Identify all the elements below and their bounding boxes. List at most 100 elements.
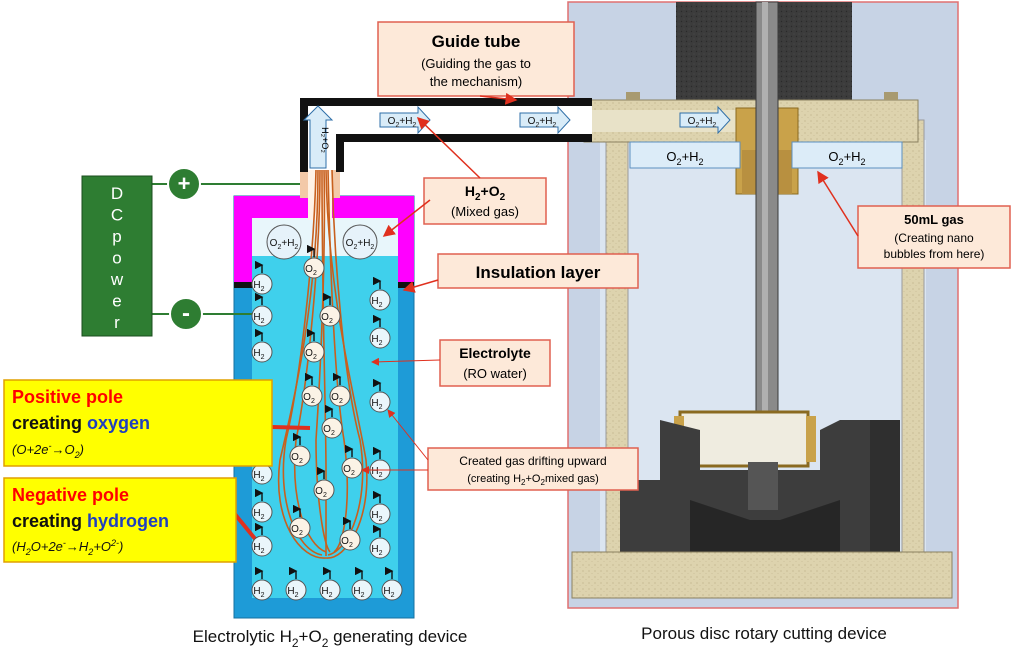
oxygen-bubble: O2 [341, 444, 363, 479]
svg-text:H2: H2 [353, 586, 364, 599]
hydrogen-bubble: H2 [251, 292, 273, 327]
gas-50ml-line1: (Creating nano [894, 231, 974, 245]
svg-text:H2: H2 [371, 510, 382, 523]
caption-left-c: generating device [328, 627, 467, 646]
svg-text:(H2O+2e-→H2+O2-): (H2O+2e-→H2+O2-) [12, 538, 123, 557]
insulation-callout: Insulation layer [402, 253, 639, 293]
hydrogen-bubble: H2 [251, 488, 273, 523]
drift-callout: Created gas drifting upward (creating H2… [361, 409, 639, 491]
porous-disc [678, 410, 810, 468]
svg-text:O2: O2 [323, 424, 335, 437]
gas-50ml-callout: 50mL gas (Creating nano bubbles from her… [817, 170, 1011, 269]
fixture-base [690, 500, 840, 560]
mixed-gas-osub: 2 [500, 192, 506, 203]
svg-text:H2: H2 [253, 542, 264, 555]
hydrogen-bubble: H2 [369, 314, 391, 349]
svg-text:O2+H2: O2+H2 [528, 116, 557, 129]
drift-sub: 2 [521, 478, 526, 487]
electrolyte-callout: Electrolyte (RO water) [371, 339, 551, 387]
oxygen-bubble: O2 [313, 466, 335, 501]
cutter-head [748, 462, 778, 510]
mixed-gas-note: (Mixed gas) [451, 204, 519, 219]
o2h2-text: +H [682, 149, 699, 164]
svg-text:H2: H2 [371, 398, 382, 411]
caption-left-sub: 2 [322, 636, 329, 650]
negative-eq: ) [117, 539, 123, 554]
negative-terminal [169, 297, 203, 331]
svg-text:O2+H2: O2+H2 [346, 238, 375, 251]
positive-eq: ) [78, 442, 84, 457]
svg-text:H2: H2 [253, 470, 264, 483]
right-column [901, 119, 925, 561]
positive-eq: →O [52, 442, 75, 457]
o2h2-sub: 2 [839, 157, 844, 167]
svg-text:(creating H2+O2mixed gas): (creating H2+O2mixed gas) [467, 473, 598, 487]
svg-text:H2: H2 [383, 586, 394, 599]
negative-pole-box: Negative pole creating hydrogen (H2O+2e-… [3, 477, 237, 563]
guide-tube-inner [336, 134, 592, 172]
guide-tube-line1: (Guiding the gas to [421, 56, 531, 71]
svg-text:O2+H2: O2+H2 [828, 149, 865, 167]
dc-power-char: w [110, 270, 124, 289]
cutting-device [567, 1, 959, 609]
dc-power-char: e [112, 292, 121, 311]
hydrogen-bubble: H2 [251, 522, 273, 557]
gas-50ml-line2: bubbles from here) [884, 247, 985, 261]
hydrogen-bubble: H2 [369, 378, 391, 413]
svg-text:O2: O2 [343, 464, 355, 477]
positive-pole-oxygen: oxygen [87, 413, 150, 433]
electrolyte-title: Electrolyte [459, 345, 531, 361]
mixed-gas-bubble: O2+H2 [342, 224, 378, 260]
positive-eq: (O+2e [12, 442, 49, 457]
svg-text:H2: H2 [253, 312, 264, 325]
o2h2-sub: 2 [699, 157, 704, 167]
hydrogen-bubble: H2 [351, 566, 373, 601]
vertical-flow-label: H₂+O₂ [320, 127, 330, 153]
mixed-gas-h: H [465, 183, 475, 199]
shaft-highlight [762, 2, 768, 462]
gas-50ml-title: 50mL gas [904, 212, 964, 227]
disc-clamp [806, 416, 816, 462]
svg-text:H2: H2 [371, 296, 382, 309]
o2h2-text: O [828, 149, 838, 164]
oxygen-bubble: O2 [289, 432, 311, 467]
base-plate [571, 551, 953, 599]
svg-text:O2+H2: O2+H2 [270, 238, 299, 251]
guide-tube-callout: Guide tube (Guiding the gas to the mecha… [377, 21, 575, 105]
svg-text:O2+H2: O2+H2 [388, 116, 417, 129]
hydrogen-bubble: H2 [369, 276, 391, 311]
negative-eq-sup: - [63, 538, 66, 548]
guide-tube-title: Guide tube [432, 32, 521, 51]
svg-text:O2: O2 [305, 264, 317, 277]
oxygen-bubble: O2 [329, 372, 351, 407]
oxygen-bubble: O2 [303, 244, 325, 279]
flow-arrow: O2+H2 [519, 105, 571, 135]
mixed-gas-plus: +O [481, 183, 500, 199]
caption-left-sub: 2 [292, 636, 299, 650]
positive-eq-sub: 2 [74, 450, 80, 460]
positive-terminal-sign: + [178, 171, 191, 196]
svg-text:H2: H2 [371, 334, 382, 347]
bolt [626, 92, 640, 100]
drift-line2: (creating H [467, 473, 521, 485]
dc-power-char: D [111, 184, 123, 203]
svg-text:O2: O2 [291, 524, 303, 537]
svg-text:O2: O2 [321, 312, 333, 325]
electrolyte-note: (RO water) [463, 366, 527, 381]
hydrogen-bubble: H2 [319, 566, 341, 601]
caption-left-b: +O [299, 627, 322, 646]
svg-text:H2: H2 [371, 466, 382, 479]
positive-pole-title: Positive pole [12, 387, 123, 407]
oxygen-bubble: O2 [321, 404, 343, 439]
negative-eq: +O [93, 539, 111, 554]
o2h2-box-right: O2+H2 [791, 141, 903, 169]
negative-pole-creating: creating [12, 511, 87, 531]
hydrogen-bubble: H2 [369, 490, 391, 525]
drift-line1: Created gas drifting upward [459, 454, 606, 468]
vertical-flow-arrow: H₂+O₂ [302, 105, 334, 169]
oxygen-bubble: O2 [319, 292, 341, 327]
positive-pole-creating: creating [12, 413, 87, 433]
